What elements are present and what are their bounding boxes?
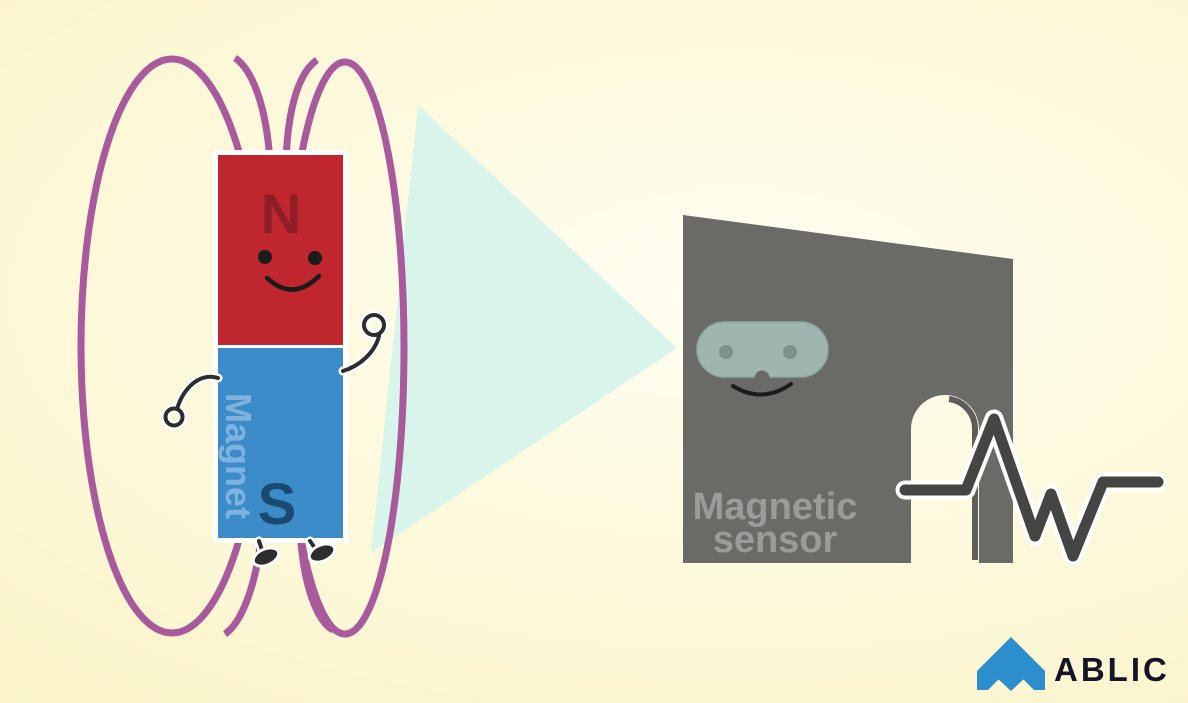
magnet-hand-right — [362, 313, 386, 337]
ablic-logo-chevron-icon — [977, 637, 1045, 690]
sensor-smile — [731, 382, 793, 397]
magnet-eye-left — [258, 250, 272, 264]
magnet-foot-left — [251, 546, 281, 568]
magnet-hand-left — [163, 406, 185, 428]
south-pole-label: S — [258, 472, 297, 537]
magnet-foot-right — [307, 542, 337, 564]
field-line-top-inner-right — [282, 57, 320, 163]
ablic-logo-text: ABLIC — [1054, 651, 1170, 688]
sensor-character: Magnetic sensor — [683, 215, 1013, 563]
ablic-logo: ABLIC — [977, 637, 1170, 691]
doorway-shadow — [948, 396, 979, 560]
beam-triangle — [371, 105, 677, 553]
signal-waveform — [895, 409, 1168, 566]
magnet-arm-left — [161, 372, 223, 430]
field-line-bottom-inner-right — [296, 527, 335, 634]
magnet-smile — [264, 273, 322, 292]
signal-waveform-line — [899, 413, 1164, 562]
sensor-wall — [683, 215, 1013, 563]
field-line-top-inner-left — [232, 55, 274, 163]
magnet-arm-right — [338, 310, 389, 376]
north-pole-label: N — [261, 182, 301, 245]
magnet-north-pole — [218, 155, 343, 345]
goggle-nose-notch — [754, 370, 770, 386]
sensor-goggles-icon — [696, 321, 829, 378]
sensor-label-line1: Magnetic — [693, 486, 858, 528]
magnet-character: N S Magnet — [161, 150, 389, 568]
sensor-label-line2: sensor — [713, 519, 838, 561]
goggle-eye-right — [783, 345, 797, 359]
magnet-side-label: Magnet — [218, 393, 259, 519]
magnet-eye-right — [308, 251, 322, 265]
magnet-south-pole — [218, 348, 343, 538]
goggle-eye-left — [719, 345, 733, 359]
magnet-legs — [251, 536, 337, 568]
ablic-logo-diamond-icon — [997, 665, 1025, 691]
